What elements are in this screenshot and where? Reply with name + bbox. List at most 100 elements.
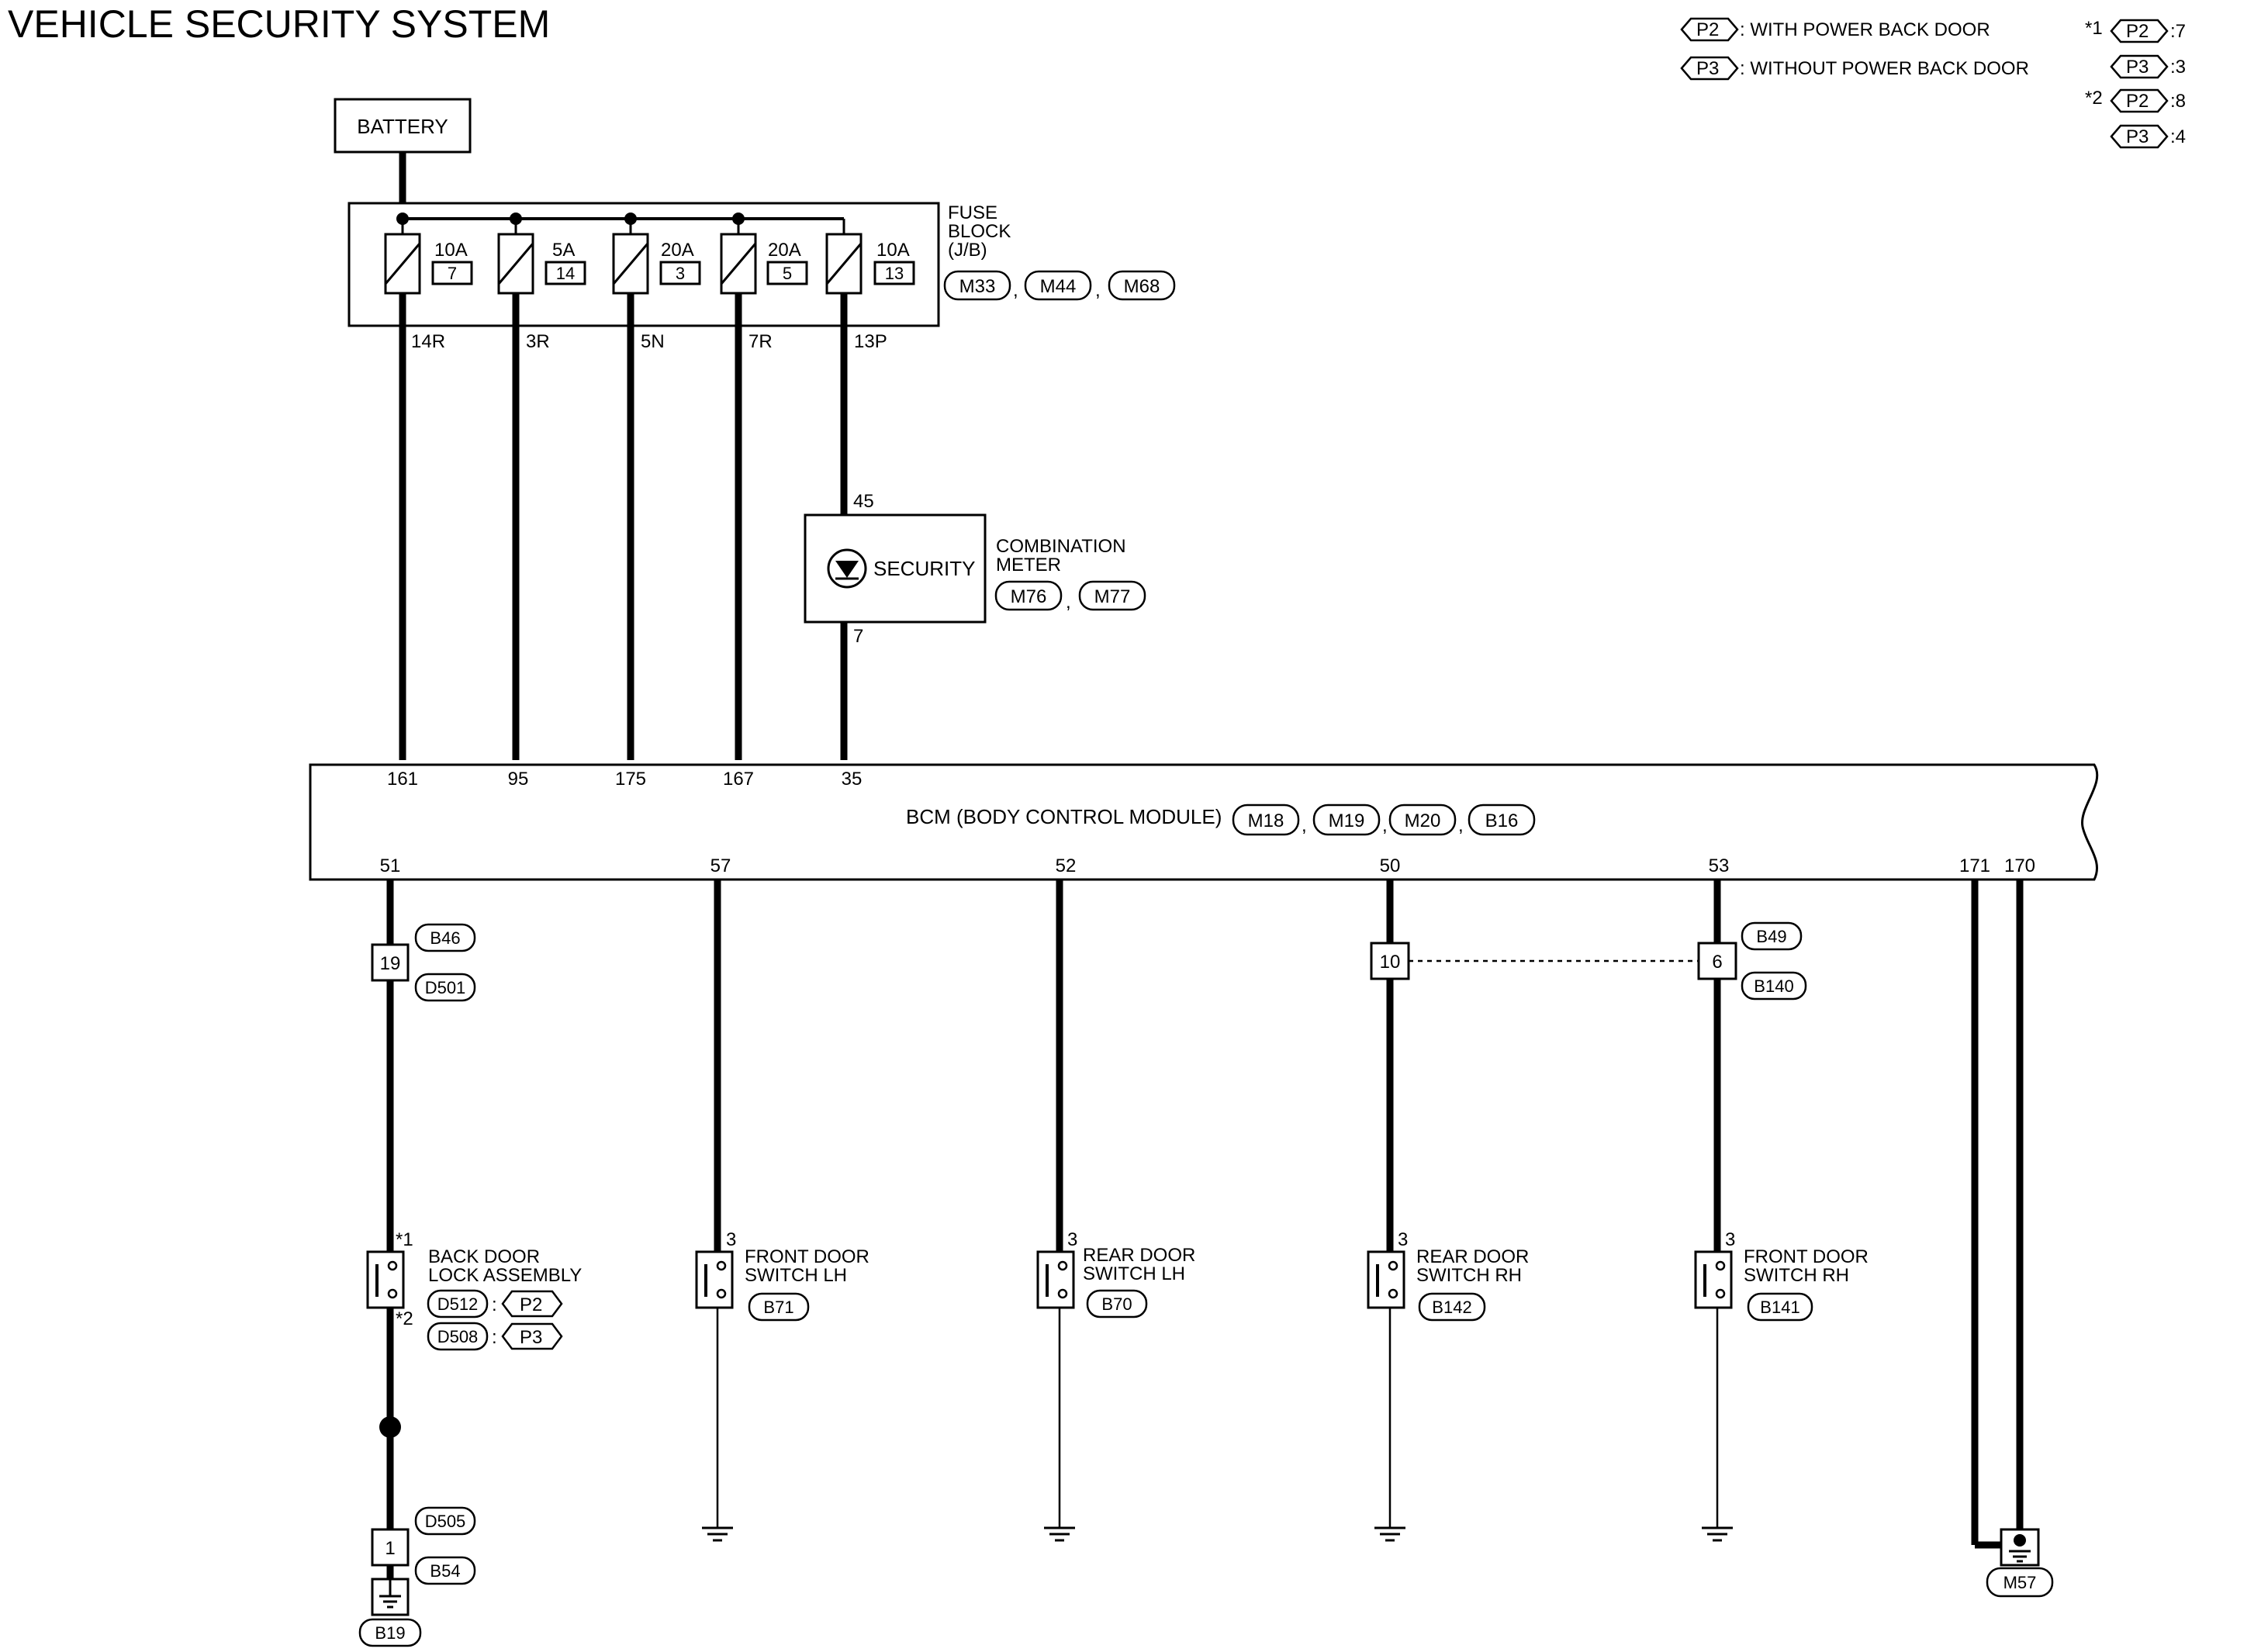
back-door-switch-body [366, 1250, 405, 1309]
fuse-connector-m33-label: M33 [959, 276, 996, 297]
bcm-box [309, 763, 2099, 881]
connector-b71-label: B71 [763, 1298, 793, 1317]
fuse-4-amps: 20A [768, 240, 801, 261]
connector-d505 [414, 1506, 476, 1536]
back-door-pin-top: *1 [396, 1229, 413, 1250]
bcm-connector-m19 [1312, 804, 1381, 836]
legend-star1-p2-value: :7 [2170, 21, 2186, 42]
legend-p2-hexagon [1680, 17, 1739, 42]
switch-pin-icon [1057, 1260, 1068, 1271]
meter-lamp-label: SECURITY [873, 557, 975, 580]
fuse-4-terminal: 7R [748, 331, 773, 352]
connector-b54-label: B54 [430, 1561, 460, 1581]
switch-pin-icon [1715, 1260, 1726, 1271]
fuse-connector-m44-label: M44 [1040, 276, 1077, 297]
connector-b46 [414, 923, 476, 952]
fuse-3-number-box [659, 261, 701, 285]
legend-star1-p3-tag: P3 [2126, 57, 2149, 78]
joint-6-label: 6 [1712, 952, 1722, 973]
fdlh-pin: 3 [726, 1229, 736, 1250]
bcm-pin-52: 52 [1056, 855, 1077, 876]
legend-star2-p3-tag: P3 [2126, 126, 2149, 147]
bcm-connector-m20 [1388, 804, 1457, 836]
legend: P2 : WITH POWER BACK DOOR P3 : WITHOUT P… [1680, 17, 2186, 149]
connector-b19 [358, 1618, 422, 1647]
fuse-connector-m68 [1108, 270, 1176, 301]
rdlh-switch-body [1036, 1250, 1075, 1309]
legend-star2-p3-value: :4 [2170, 126, 2186, 147]
legend-star1-p3-value: :3 [2170, 57, 2186, 78]
fuse-block: 10A 7 5A 14 20A 3 20A 5 10A 13 FUSE BLOC… [347, 202, 1176, 327]
splice-junction [379, 1416, 401, 1438]
fuse-1-amps: 10A [434, 240, 468, 261]
meter-connector-m76 [994, 580, 1063, 611]
switch-pin-icon [387, 1260, 398, 1271]
legend-star2-p2-hexagon [2110, 88, 2169, 113]
tag-p3-hexagon [501, 1322, 563, 1350]
connector-b70-label: B70 [1101, 1294, 1132, 1314]
tag-p2-label: P2 [520, 1294, 542, 1315]
bcm-pin-95: 95 [508, 769, 529, 790]
connector-d512 [427, 1289, 489, 1318]
switch-pin-icon [716, 1288, 727, 1299]
back-door-branch: 19 B46 D501 *1 *2 BACK DOOR LOCK ASSEMBL… [358, 880, 582, 1647]
led-arrow-icon [835, 561, 859, 578]
bcm-ground-branch: M57 [1971, 880, 2054, 1598]
rdlh-label-1: REAR DOOR [1083, 1245, 1195, 1266]
fuse-2-amps: 5A [552, 240, 575, 261]
fuse-3-number: 3 [676, 264, 685, 283]
fdlh-label-1: FRONT DOOR [745, 1246, 869, 1267]
fuse-1-slash [384, 243, 421, 285]
meter-connector-m77 [1078, 580, 1146, 611]
fuse-1-number: 7 [448, 264, 457, 283]
switch-pin-icon [1057, 1288, 1068, 1299]
fdlh-label-2: SWITCH LH [745, 1265, 847, 1286]
colon: : [492, 1294, 497, 1315]
rear-door-switch-lh-branch: 3 REAR DOOR SWITCH LH B70 [1036, 880, 1195, 1542]
connector-b142-label: B142 [1432, 1298, 1471, 1317]
fdrh-switch-body [1694, 1250, 1733, 1309]
fdrh-pin: 3 [1725, 1229, 1735, 1250]
switch-pin-icon [1388, 1288, 1398, 1299]
bcm-connector-b16 [1468, 804, 1536, 836]
comma: , [1458, 815, 1464, 836]
bcm-pin-35: 35 [842, 769, 863, 790]
joint-19-label: 19 [380, 953, 401, 974]
meter-pin-in: 45 [853, 491, 874, 512]
back-door-label-1: BACK DOOR [428, 1246, 540, 1267]
connector-m57 [1986, 1567, 2054, 1598]
bcm-pin-161: 161 [387, 769, 418, 790]
tag-p3-label: P3 [520, 1327, 542, 1348]
page-title: VEHICLE SECURITY SYSTEM [8, 2, 550, 46]
fuse-2-terminal: 3R [526, 331, 550, 352]
front-door-switch-rh-branch: 6 B49 B140 3 FRONT DOOR SWITCH RH B141 [1694, 880, 1869, 1542]
back-door-label-2: LOCK ASSEMBLY [428, 1265, 582, 1286]
fuse-block-label-2: BLOCK [948, 221, 1011, 242]
bcm-pin-170: 170 [2004, 855, 2035, 876]
comma: , [1013, 280, 1018, 301]
rear-door-switch-rh-branch: 10 3 REAR DOOR SWITCH RH B142 [1367, 880, 1699, 1542]
legend-star1-p2-tag: P2 [2126, 21, 2149, 42]
connector-b71 [748, 1292, 810, 1322]
legend-star2-p2-tag: P2 [2126, 91, 2149, 112]
connector-b70 [1086, 1289, 1148, 1318]
connector-d512-label: D512 [437, 1294, 479, 1314]
bcm-pin-51: 51 [380, 855, 401, 876]
legend-star1-p3-hexagon [2110, 54, 2169, 79]
meter-label-1: COMBINATION [996, 536, 1126, 557]
bcm-pin-57: 57 [710, 855, 731, 876]
bcm-pin-175: 175 [615, 769, 646, 790]
fuse-connector-m68-label: M68 [1124, 276, 1160, 297]
comma: , [1382, 815, 1388, 836]
fuse-5-slash [825, 243, 863, 285]
joint-10-label: 10 [1380, 952, 1401, 973]
connector-d505-label: D505 [425, 1512, 466, 1531]
fuse-5-amps: 10A [876, 240, 910, 261]
legend-p3-tag: P3 [1696, 58, 1719, 79]
rdlh-pin: 3 [1067, 1229, 1077, 1250]
fuse-connector-m44 [1024, 270, 1092, 301]
legend-p3-hexagon [1680, 56, 1739, 81]
fuse-5-number-box [873, 261, 915, 285]
legend-p2-text: : WITH POWER BACK DOOR [1740, 19, 1990, 40]
